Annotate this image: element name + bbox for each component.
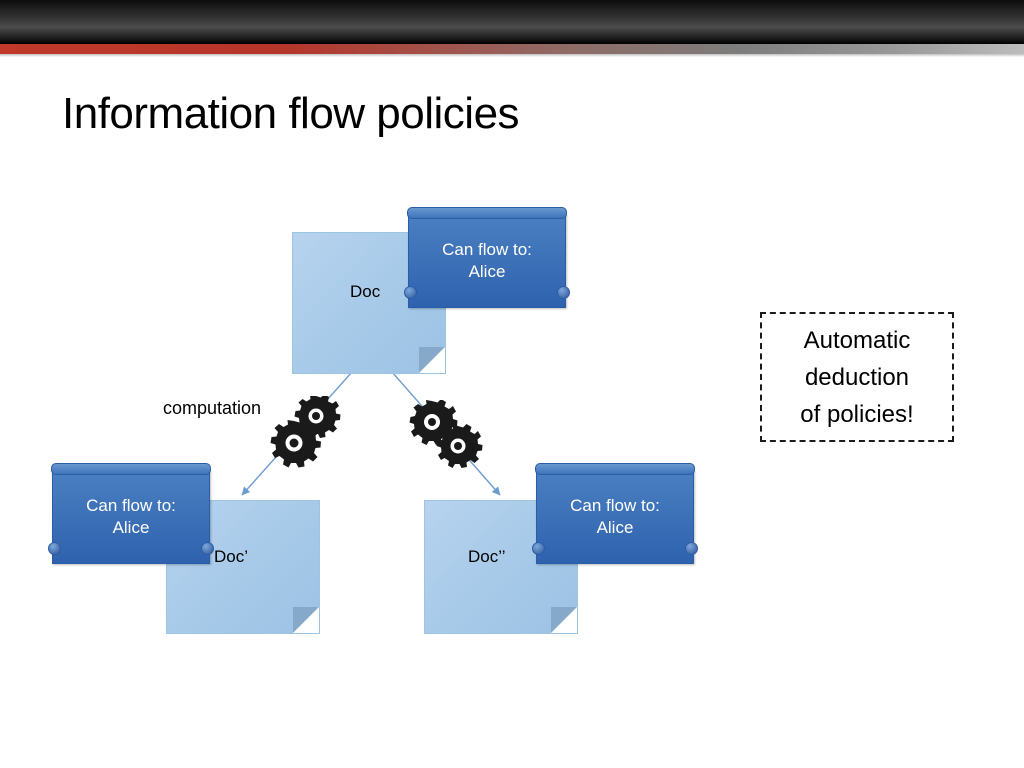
tag-roller-icon [51,463,211,475]
page-fold-cut-icon [293,607,319,633]
policy-tag-doc-text: Can flow to: Alice [442,240,532,281]
policy-tag-doc-prime-text: Can flow to: Alice [86,496,176,537]
document-doc-double-prime-label: Doc’’ [468,547,506,566]
page-fold-cut-icon [551,607,577,633]
tag-roller-icon [535,463,695,475]
policy-tag-doc-double-prime[interactable]: Can flow to: Alice [532,463,698,564]
tag-knob-left-icon [532,542,545,555]
tag-knob-right-icon [557,286,570,299]
slide-top-band [0,0,1024,44]
tag-knob-left-icon [48,542,61,555]
page-title: Information flow policies [62,89,520,138]
computation-label: computation [163,398,262,418]
tag-roller-icon [407,207,567,219]
tag-knob-left-icon [404,286,417,299]
tag-knob-right-icon [685,542,698,555]
document-doc-label: Doc [350,282,381,301]
tag-knob-right-icon [201,542,214,555]
gears-icon [270,396,341,468]
document-doc-prime-label: Doc’ [214,547,249,566]
policy-tag-doc[interactable]: Can flow to: Alice [404,207,570,308]
page-fold-cut-icon [419,347,445,373]
gears-icon [409,400,483,468]
slide-accent-band [0,44,1024,54]
policy-tag-doc-double-prime-text: Can flow to: Alice [570,496,660,537]
callout-box: Automatic deduction of policies! [760,312,954,442]
policy-tag-doc-prime[interactable]: Can flow to: Alice [48,463,214,564]
callout-text: Automatic deduction of policies! [800,326,914,428]
slide-accent-shadow [0,54,1024,57]
